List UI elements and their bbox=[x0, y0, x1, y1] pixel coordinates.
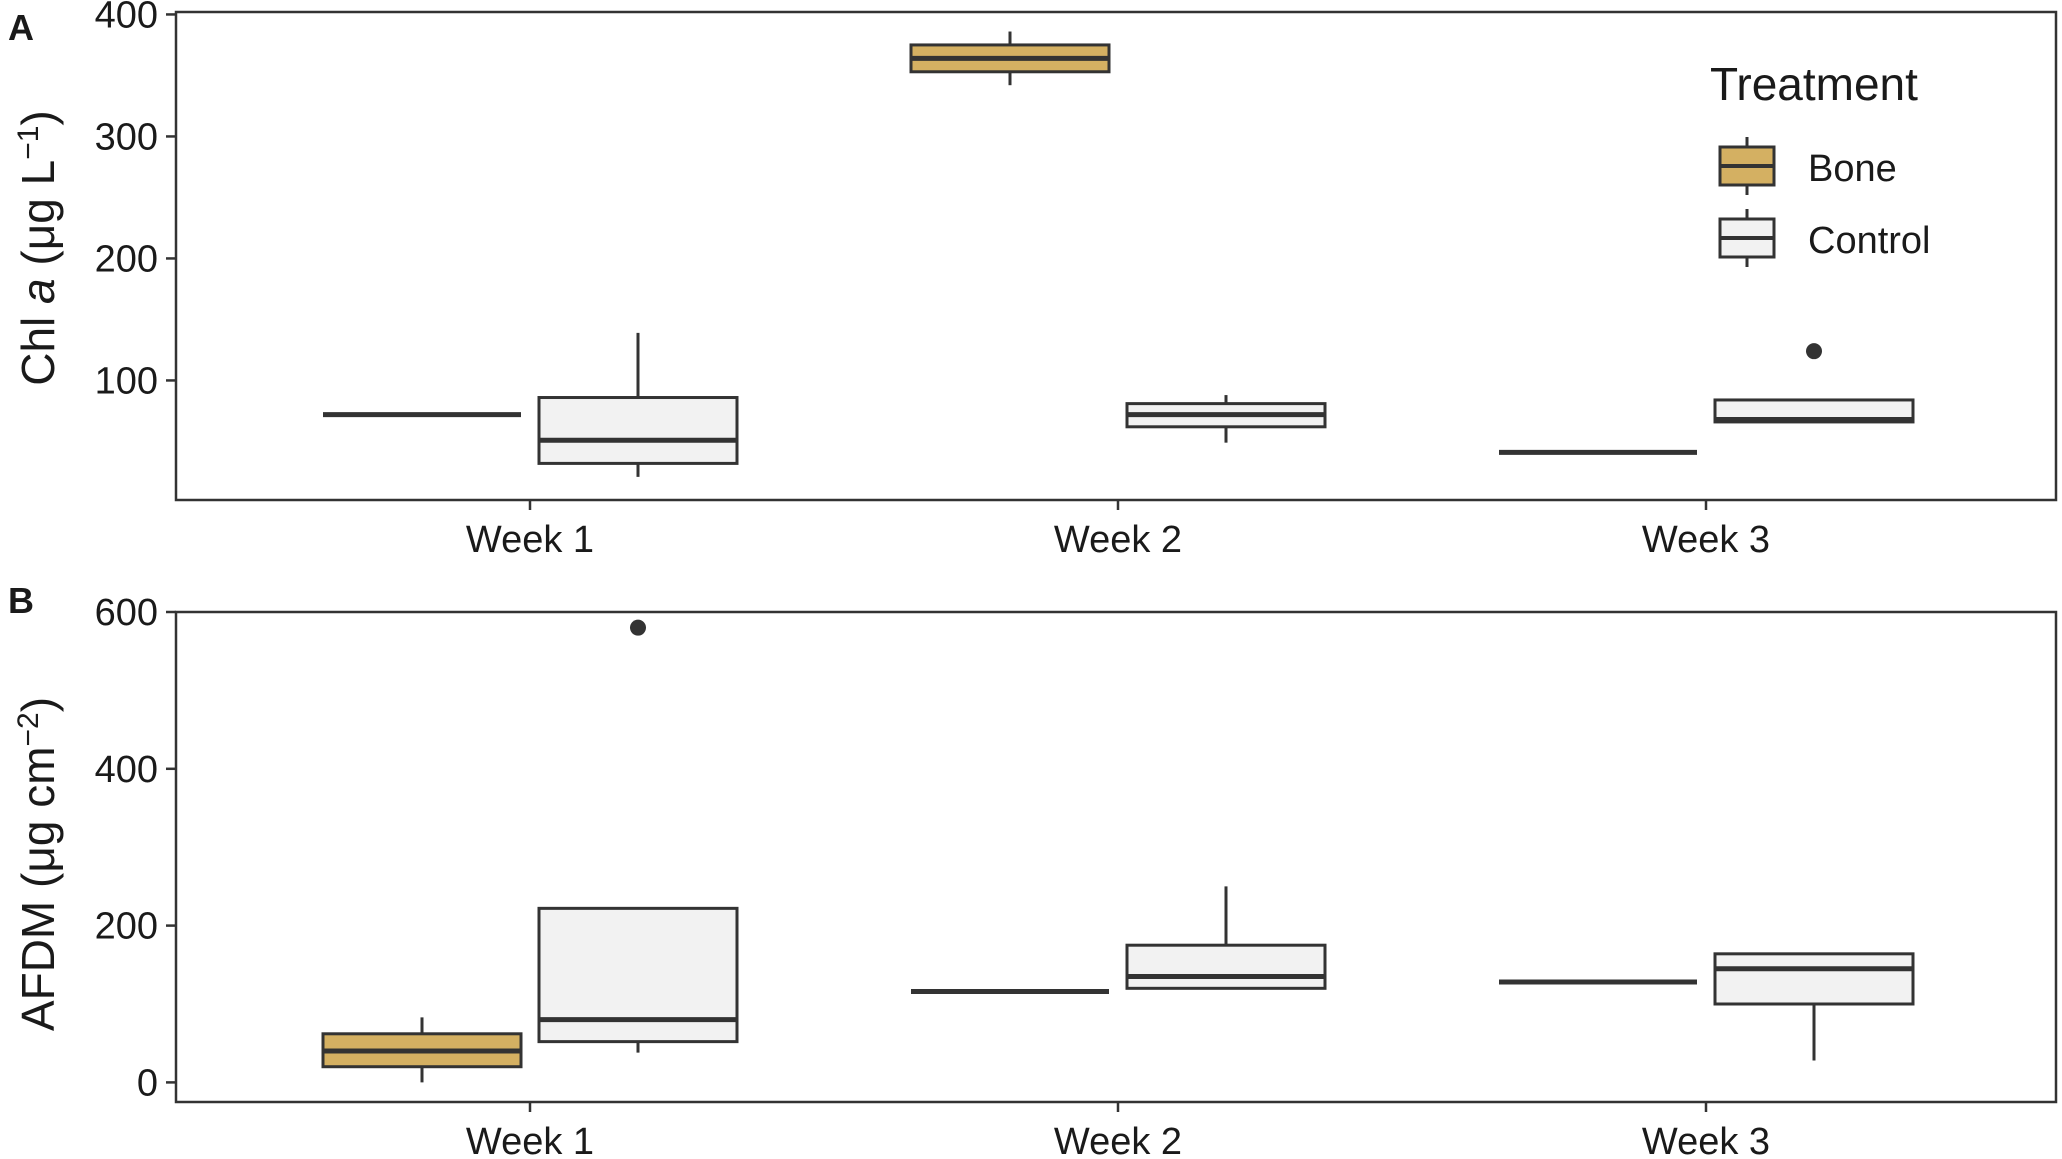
x-tick-label-a-2: Week 2 bbox=[1054, 519, 1182, 561]
y-axis-a: 100 200 300 400 bbox=[95, 0, 176, 402]
x-axis-a: Week 1 Week 2 Week 3 bbox=[466, 500, 1770, 561]
x-tick-label-b-2: Week 2 bbox=[1054, 1121, 1182, 1159]
legend-label-bone: Bone bbox=[1808, 148, 1897, 190]
box-b-bone-week1 bbox=[321, 1017, 523, 1083]
y-axis-b: 0 200 400 600 bbox=[95, 592, 176, 1104]
x-axis-b: Week 1 Week 2 Week 3 bbox=[466, 1102, 1770, 1159]
legend-label-control: Control bbox=[1808, 220, 1931, 262]
y-tick-label-b-200: 200 bbox=[95, 906, 158, 948]
legend: Treatment Bone Control bbox=[1710, 58, 1931, 267]
y-tick-label-b-400: 400 bbox=[95, 749, 158, 791]
box-b-control-week3 bbox=[1713, 952, 1915, 1061]
box-a-control-week3 bbox=[1713, 343, 1915, 424]
box-b-control-week2-iqr bbox=[1125, 943, 1327, 990]
box-b-control-week1-outlier-1 bbox=[630, 619, 646, 636]
boxes-b bbox=[321, 619, 1915, 1083]
y-tick-label-b-0: 0 bbox=[137, 1062, 158, 1104]
y-axis-title-a: Chl a (μg L−1) bbox=[12, 110, 65, 386]
y-tick-label-a-300: 300 bbox=[95, 116, 158, 158]
box-a-control-week1-iqr bbox=[537, 396, 739, 465]
x-tick-label-a-3: Week 3 bbox=[1642, 519, 1770, 561]
box-a-control-week1 bbox=[537, 332, 739, 477]
y-tick-label-a-100: 100 bbox=[95, 360, 158, 402]
x-tick-label-b-3: Week 3 bbox=[1642, 1121, 1770, 1159]
panel-b: B AFDM (μg cm−2) 0 200 400 600 Week 1 Week 2… bbox=[8, 580, 2058, 1159]
y-tick-label-a-400: 400 bbox=[95, 0, 158, 36]
y-axis-title-b: AFDM (μg cm−2) bbox=[12, 697, 65, 1031]
x-tick-label-a-1: Week 1 bbox=[466, 519, 594, 561]
plot-frame-b bbox=[174, 610, 2058, 1104]
legend-title: Treatment bbox=[1710, 58, 1918, 110]
box-b-control-week3-iqr bbox=[1713, 952, 1915, 1006]
plot-frame-a bbox=[174, 10, 2058, 502]
box-b-control-week1 bbox=[537, 619, 739, 1053]
y-tick-label-b-600: 600 bbox=[95, 592, 158, 634]
x-tick-label-b-1: Week 1 bbox=[466, 1121, 594, 1159]
box-a-control-week2 bbox=[1125, 395, 1327, 443]
y-tick-label-a-200: 200 bbox=[95, 238, 158, 280]
panel-letter-a: A bbox=[8, 7, 34, 48]
box-b-control-week2 bbox=[1125, 886, 1327, 990]
legend-item-bone: Bone bbox=[1718, 137, 1897, 195]
box-a-bone-week2 bbox=[909, 31, 1111, 86]
panel-letter-b: B bbox=[8, 580, 34, 621]
box-a-control-week3-outlier-1 bbox=[1806, 343, 1822, 360]
boxes-a bbox=[323, 31, 1915, 477]
legend-item-control: Control bbox=[1718, 209, 1931, 267]
